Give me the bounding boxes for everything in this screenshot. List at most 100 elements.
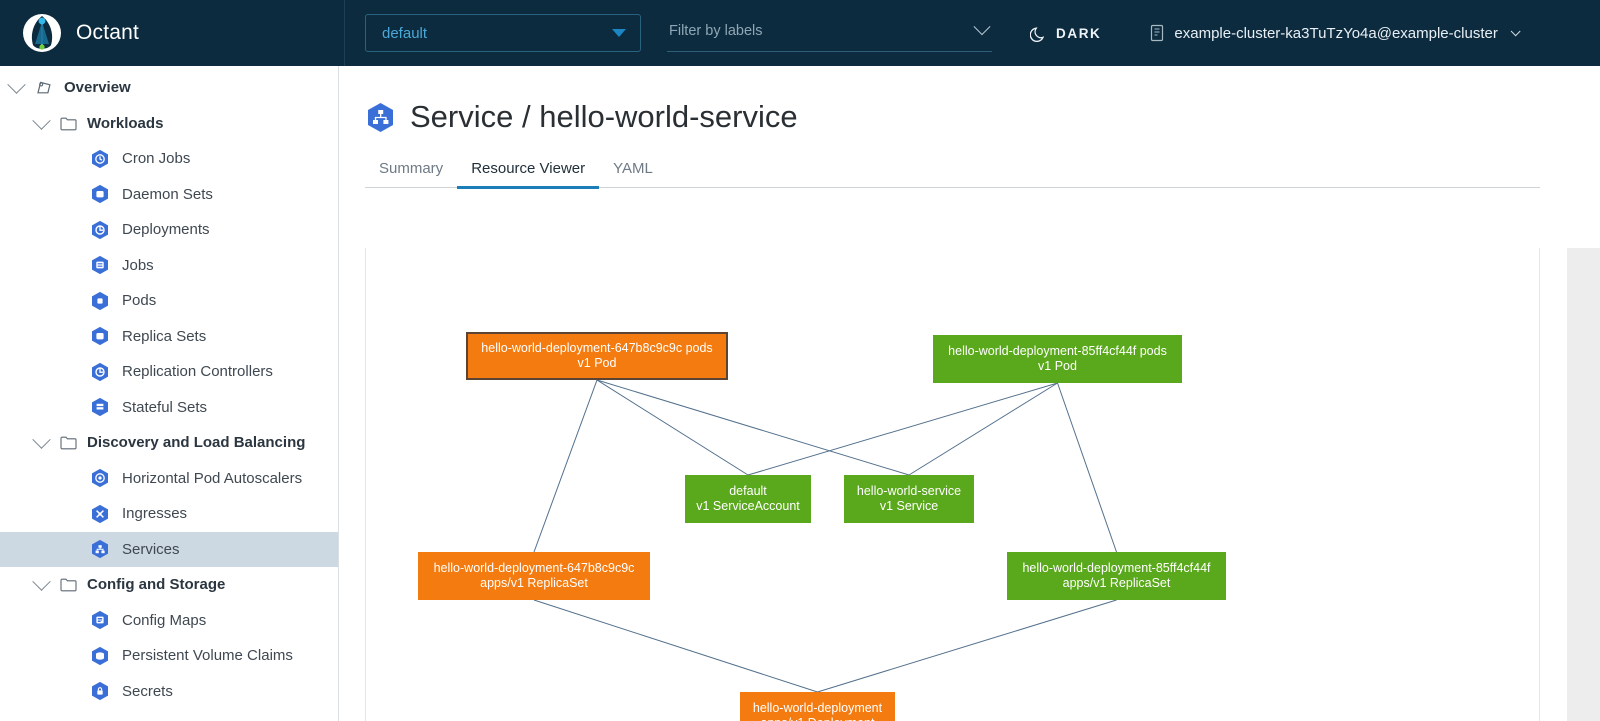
sidebar-item-secrets[interactable]: Secrets: [0, 674, 338, 710]
pvc-icon: [90, 646, 110, 666]
sidebar-item-label: Workloads: [87, 114, 164, 132]
chevron-down-icon[interactable]: [32, 111, 51, 130]
graph-node-title: hello-world-deployment-647b8c9c9c: [433, 561, 635, 575]
graph-node-title: hello-world-deployment-85ff4cf44f pods: [948, 344, 1167, 358]
sidebar-item-label: Jobs: [122, 256, 154, 274]
sidebar-item-pods[interactable]: Pods: [0, 283, 338, 319]
service-icon: [365, 102, 396, 133]
graph-node[interactable]: hello-world-deploymentapps/v1 Deployment: [740, 692, 895, 721]
sidebar-item-cron-jobs[interactable]: Cron Jobs: [0, 141, 338, 177]
brand-area[interactable]: Octant: [0, 0, 345, 66]
service-icon: [90, 539, 110, 559]
graph-edges: [533, 379, 1117, 693]
hpa-icon: [90, 468, 110, 488]
overview-icon: [35, 79, 54, 96]
graph-node-title: hello-world-deployment-85ff4cf44f: [1022, 561, 1211, 575]
sidebar-item-daemon-sets[interactable]: Daemon Sets: [0, 177, 338, 213]
namespace-value: default: [382, 24, 428, 42]
replicationcontroller-icon: [90, 362, 110, 382]
chevron-down-icon: [973, 17, 991, 35]
sidebar-item-persistent-volume-claims[interactable]: Persistent Volume Claims: [0, 638, 338, 674]
tab-summary[interactable]: Summary: [379, 160, 444, 177]
sidebar-item-label: Deployments: [122, 221, 210, 239]
replicaset-icon: [90, 326, 110, 346]
pod-icon: [90, 291, 110, 311]
graph-node-kind: apps/v1 ReplicaSet: [1062, 576, 1171, 590]
sidebar-item-config-and-storage[interactable]: Config and Storage: [0, 567, 338, 603]
sidebar-item-label: Discovery and Load Balancing: [87, 434, 306, 452]
sidebar-item-label: Config Maps: [122, 611, 207, 629]
tab-yaml[interactable]: YAML: [613, 160, 653, 177]
sidebar-item-ingresses[interactable]: Ingresses: [0, 496, 338, 532]
graph-edge: [533, 379, 598, 553]
sidebar-item-label: Horizontal Pod Autoscalers: [122, 469, 303, 487]
sidebar-item-label: Persistent Volume Claims: [122, 647, 293, 665]
graph-node-kind: v1 Pod: [1038, 359, 1077, 373]
secret-icon: [90, 681, 110, 701]
graph-edge: [817, 599, 1117, 693]
sidebar-item-overview[interactable]: Overview: [0, 70, 338, 106]
namespace-select[interactable]: default: [365, 14, 641, 52]
tab-resource-viewer[interactable]: Resource Viewer: [457, 160, 600, 189]
cluster-label: example-cluster-ka3TuTzYo4a@example-clus…: [1174, 24, 1498, 42]
app-header: Octant default Filter by labels DARK exa…: [0, 0, 1600, 66]
sidebar-item-jobs[interactable]: Jobs: [0, 248, 338, 284]
detail-panel: hello-world-deployment-647b8c9c9c pods: [1567, 248, 1600, 721]
main-content: Service / hello-world-service Summary Res…: [339, 66, 1600, 721]
sidebar-item-label: Pods: [122, 292, 157, 310]
folder-icon: [60, 116, 77, 131]
sidebar-item-discovery-and-load-balancing[interactable]: Discovery and Load Balancing: [0, 425, 338, 461]
sidebar-item-label: Secrets: [122, 682, 173, 700]
kubeconfig-icon: [1149, 24, 1165, 42]
theme-toggle[interactable]: DARK: [1029, 25, 1102, 42]
sidebar-item-label: Daemon Sets: [122, 185, 213, 203]
graph-edge: [747, 382, 1058, 476]
ingress-icon: [90, 504, 110, 524]
sidebar-item-services[interactable]: Services: [0, 531, 338, 567]
page-title-text: Service / hello-world-service: [410, 99, 798, 134]
chevron-down-icon[interactable]: [7, 75, 26, 95]
tab-bar[interactable]: Summary Resource Viewer YAML: [365, 154, 1540, 189]
sidebar-item-label: Config and Storage: [87, 576, 226, 594]
chevron-down-icon: [1510, 25, 1521, 36]
label-filter-placeholder: Filter by labels: [669, 22, 763, 39]
sidebar-item-stateful-sets[interactable]: Stateful Sets: [0, 390, 338, 426]
chevron-down-icon[interactable]: [32, 572, 51, 592]
cronjob-icon: [90, 149, 110, 169]
moon-icon: [1029, 25, 1047, 42]
deployment-icon: [90, 220, 110, 240]
graph-node-kind: v1 Pod: [577, 356, 617, 370]
sidebar-item-replica-sets[interactable]: Replica Sets: [0, 319, 338, 355]
sidebar-item-label: Replication Controllers: [122, 363, 273, 381]
sidebar-item-config-maps[interactable]: Config Maps: [0, 603, 338, 639]
octant-logo-icon: [22, 13, 62, 53]
chevron-down-icon[interactable]: [32, 430, 51, 450]
label-filter-input[interactable]: Filter by labels: [667, 14, 992, 52]
brand-title: Octant: [76, 21, 140, 44]
sidebar-item-label: Cron Jobs: [122, 150, 191, 168]
folder-icon: [60, 435, 77, 450]
graph-node-title: hello-world-deployment: [752, 701, 883, 715]
sidebar-item-replication-controllers[interactable]: Replication Controllers: [0, 354, 338, 390]
sidebar-item-label: Services: [122, 540, 180, 558]
graph-edge: [533, 599, 818, 693]
sidebar-item-label: Ingresses: [122, 505, 188, 523]
sidebar-item-horizontal-pod-autoscalers[interactable]: Horizontal Pod Autoscalers: [0, 461, 338, 497]
sidebar-item-workloads[interactable]: Workloads: [0, 106, 338, 142]
sidebar-item-deployments[interactable]: Deployments: [0, 212, 338, 248]
theme-toggle-label: DARK: [1056, 25, 1102, 41]
configmap-icon: [90, 610, 110, 630]
job-icon: [90, 255, 110, 275]
cluster-switcher[interactable]: example-cluster-ka3TuTzYo4a@example-clus…: [1149, 24, 1521, 42]
page-title: Service / hello-world-service: [339, 66, 1600, 135]
graph-node-title: default: [729, 484, 767, 498]
